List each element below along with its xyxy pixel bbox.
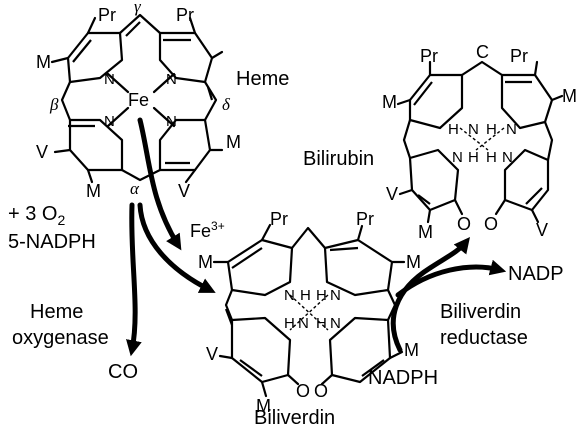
biliverdin-n-4: N (330, 315, 341, 332)
arrow-to-co (126, 202, 142, 357)
bilirubin-v-2: V (536, 220, 548, 240)
heme-m-2: M (226, 132, 241, 152)
biliverdin-h-3: H (284, 315, 295, 332)
nadph-input: NADPH (368, 367, 438, 389)
heme-alpha-label: α (130, 179, 140, 198)
heme-delta-label: δ (222, 95, 231, 114)
arrow-to-bilirubin (390, 237, 471, 353)
nadph-cofactor: 5-NADPH (8, 231, 96, 253)
biliverdin-title: Biliverdin (254, 407, 335, 429)
biliverdin-bonds (212, 223, 406, 398)
heme-beta-label: β (49, 95, 59, 114)
biliverdin-pr-2: Pr (356, 209, 374, 229)
bilirubin-c-label: C (476, 42, 489, 62)
heme-n-4: N (166, 113, 177, 130)
bilirubin-h-4: H (486, 149, 497, 166)
bilirubin-bonds (396, 60, 564, 224)
heme-fe-label: Fe (128, 90, 149, 110)
fe-product: Fe3+ (190, 219, 225, 241)
bilirubin-n-4: N (502, 149, 513, 166)
bilirubin-h-3: H (468, 149, 479, 166)
heme-n-3: N (104, 113, 115, 130)
bilirubin-n-2: N (506, 121, 517, 138)
biliverdin-h-1: H (300, 287, 311, 304)
biliverdin-m-3: M (404, 340, 419, 360)
heme-n-2: N (166, 71, 177, 88)
heme-m-3: M (86, 181, 101, 201)
heme-oxygenase-step: + 3 O2 5-NADPH Fe3+ Heme oxygenase CO (8, 117, 225, 383)
biliverdin-o-2: O (314, 381, 328, 401)
heme-oxygenase-line1: Heme (30, 301, 83, 323)
bilirubin-m-3: M (418, 222, 433, 242)
bilirubin-o-2: O (484, 214, 498, 234)
bilirubin-pr-1: Pr (420, 46, 438, 66)
heme-title: Heme (236, 68, 289, 90)
biliverdin-v-1: V (206, 344, 218, 364)
nadp-product: NADP (508, 263, 564, 285)
heme-bonds (50, 13, 224, 184)
heme-v-1: V (36, 142, 48, 162)
biliverdin-o-1: O (296, 381, 310, 401)
biliverdin-structure: Pr Pr M M V M M N H H N H N H N O O Bili… (198, 209, 421, 429)
heme-gamma-label: γ (134, 0, 142, 16)
bilirubin-h-2: H (486, 121, 497, 138)
heme-m-1: M (36, 52, 51, 72)
bilirubin-o-1: O (457, 214, 471, 234)
biliverdin-m-4: M (256, 396, 271, 416)
bilirubin-pr-2: Pr (510, 46, 528, 66)
arrow-to-biliverdin (137, 202, 216, 293)
o2-reagent: + 3 O2 (8, 203, 65, 228)
biliverdin-m-1: M (198, 252, 213, 272)
biliverdin-h-2: H (316, 287, 327, 304)
bilirubin-m-2: M (562, 86, 577, 106)
bilirubin-h-1: H (448, 121, 459, 138)
heme-v-2: V (178, 181, 190, 201)
biliverdin-reductase-line1: Biliverdin (440, 301, 521, 323)
arrow-to-nadp (395, 259, 507, 298)
heme-n-1: N (104, 71, 115, 88)
heme-oxygenase-line2: oxygenase (12, 327, 109, 349)
biliverdin-reductase-step: NADP Biliverdin reductase NADPH (368, 237, 564, 389)
bilirubin-n-3: N (452, 149, 463, 166)
heme-pr-1: Pr (98, 5, 116, 25)
bilirubin-n-1: N (468, 121, 479, 138)
biliverdin-h-4: H (316, 315, 327, 332)
biliverdin-n-1: N (284, 287, 295, 304)
biliverdin-reductase-line2: reductase (440, 327, 528, 349)
heme-structure: Pr Pr γ M M M V V β δ α Fe N N N N Heme (36, 0, 289, 201)
biliverdin-m-2: M (406, 252, 421, 272)
bilirubin-structure: Pr Pr C M M V M V H N H N N H H N O O Bi… (303, 42, 577, 242)
co-product: CO (108, 361, 138, 383)
biliverdin-pr-1: Pr (270, 209, 288, 229)
arrow-to-fe (137, 117, 182, 251)
heme-pr-2: Pr (176, 5, 194, 25)
biliverdin-n-2: N (330, 287, 341, 304)
bilirubin-v-1: V (386, 184, 398, 204)
bilirubin-m-1: M (382, 92, 397, 112)
bilirubin-title: Bilirubin (303, 148, 374, 170)
biliverdin-n-3: N (298, 315, 309, 332)
